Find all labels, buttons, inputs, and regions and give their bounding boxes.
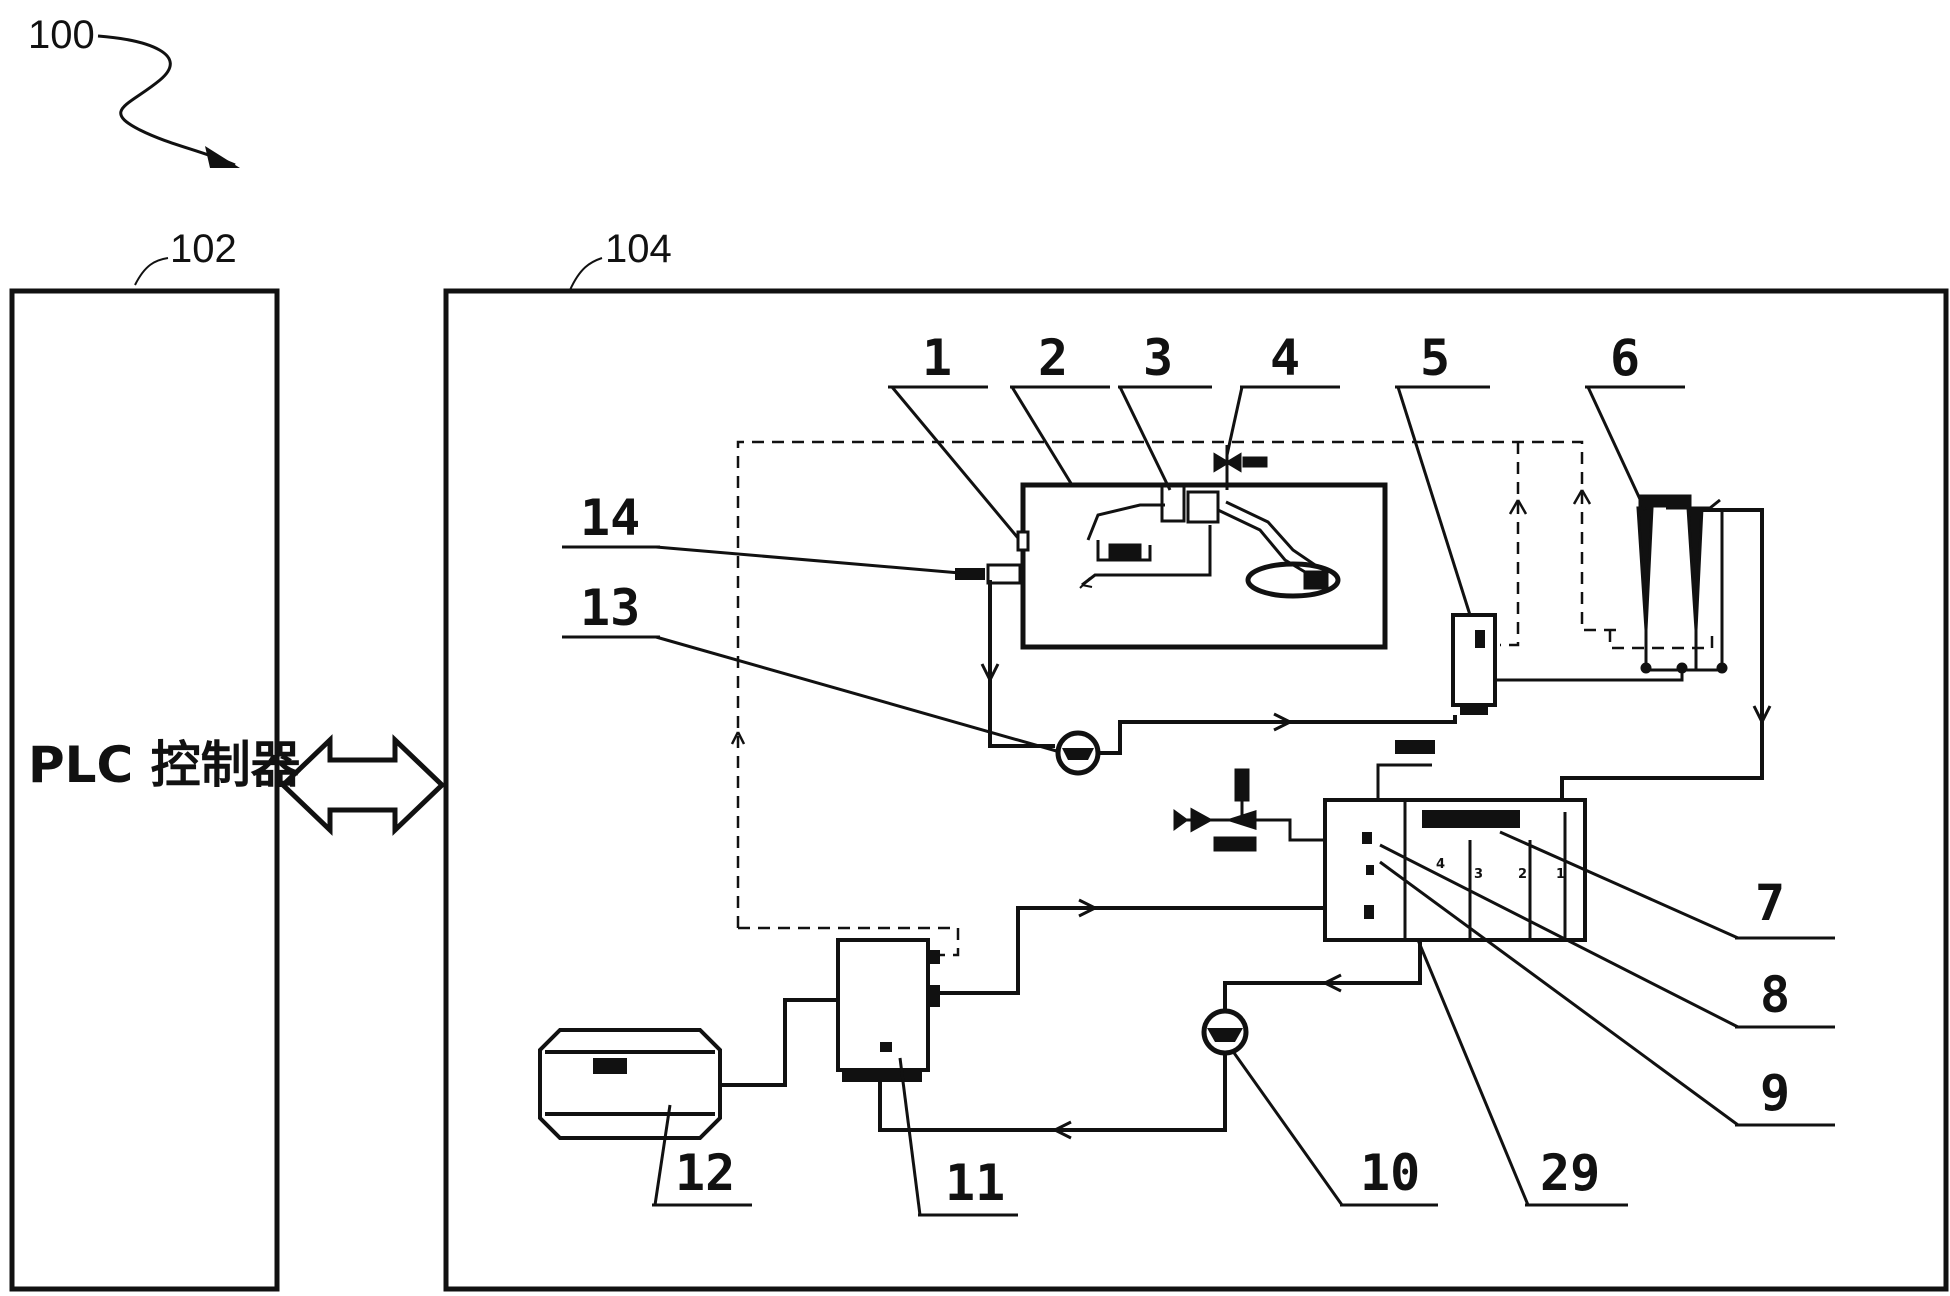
plc-controller-box [9, 288, 280, 1292]
heater-11-indicator [880, 1042, 892, 1052]
ref-104: 104 [605, 227, 672, 271]
tank-to-pump-pipe [1223, 940, 1422, 1010]
callout-29: 29 [1540, 1144, 1600, 1202]
callout-8: 8 [1760, 966, 1790, 1024]
port-device-14-tag [955, 568, 985, 580]
callout-6: 6 [1610, 329, 1640, 387]
callout-12: 12 [675, 1144, 735, 1202]
ref-102-leader [134, 257, 169, 286]
heater-to-storage-pipe [720, 998, 838, 1087]
chamber-internals [1079, 483, 1341, 599]
ref-104-leader [569, 257, 603, 291]
pump-10-impeller-icon [1207, 1028, 1243, 1042]
separator-5-gauge [1475, 630, 1485, 648]
filter-to-tank-pipe [1560, 508, 1764, 805]
callout-9: 9 [1760, 1064, 1790, 1122]
callout-11: 11 [945, 1154, 1005, 1212]
callout-1: 1 [922, 329, 952, 387]
dashed-gas-line [736, 440, 1714, 957]
heater-to-tank-pipe [940, 906, 1325, 995]
callout-5: 5 [1420, 329, 1450, 387]
flow-arrow-right-1 [1273, 712, 1291, 732]
tank-vent-tag [1395, 740, 1435, 754]
callout-14: 14 [580, 489, 640, 547]
tank-chamber-label-4: 4 [1436, 857, 1445, 872]
callout-4: 4 [1270, 329, 1300, 387]
pump-to-heater-pipe [878, 1053, 1227, 1132]
flow-arrow-left-1 [1324, 973, 1342, 993]
tank-vent-pipe [1376, 763, 1432, 800]
ref-100-arrowhead [205, 146, 240, 168]
ref-100-wavy-line [97, 34, 236, 167]
tank-sensor-b [1366, 865, 1374, 875]
flow-arrow-left-2 [1054, 1120, 1072, 1140]
tank-top-panel [1422, 810, 1520, 828]
callout-3: 3 [1143, 329, 1173, 387]
tank-chamber-label-3: 3 [1474, 867, 1483, 882]
flow-arrow-right-2 [1078, 898, 1096, 918]
storage-tank-12 [538, 1028, 722, 1140]
flow-arrow-down-2 [1752, 705, 1772, 723]
dashed-up-arrow-2 [1572, 489, 1592, 505]
gas-inlet-valve [1173, 768, 1325, 852]
tank-sensor-c [1364, 905, 1374, 919]
tank-sensor-a [1362, 832, 1372, 844]
process-unit-box [443, 288, 1949, 1292]
filter-cones-6 [1636, 494, 1728, 674]
tank-chamber-label-2: 2 [1518, 867, 1527, 882]
pump-13-impeller-icon [1062, 748, 1094, 760]
callout-10: 10 [1360, 1144, 1420, 1202]
heater-11-port-a [928, 950, 940, 964]
callouts: 1 2 3 4 5 6 14 13 7 8 [562, 329, 1835, 1217]
heater-11-port-b [928, 985, 940, 1007]
tank-chamber-label-1: 1 [1556, 867, 1565, 882]
ref-102: 102 [170, 227, 237, 271]
ref-100: 100 [28, 13, 95, 57]
dashed-up-arrow-1 [1508, 499, 1528, 515]
heater-11-base [842, 1070, 922, 1082]
port-device-14 [986, 563, 1022, 585]
callout-7: 7 [1755, 874, 1785, 932]
separator-5 [1451, 613, 1497, 707]
separator-5-base [1460, 705, 1488, 715]
reaction-chamber [1020, 482, 1388, 650]
sensor-1 [1016, 530, 1030, 552]
plc-controller-label: PLC 控制器 [28, 736, 302, 794]
pump-to-separator-pipe [1098, 715, 1457, 755]
bidirectional-arrow [279, 734, 446, 836]
callout-13: 13 [580, 579, 640, 637]
dashed-up-arrow-3 [730, 731, 746, 745]
callout-2: 2 [1038, 329, 1068, 387]
chamber-outlet-pipe [988, 580, 1055, 748]
flow-arrow-down [980, 663, 1000, 681]
